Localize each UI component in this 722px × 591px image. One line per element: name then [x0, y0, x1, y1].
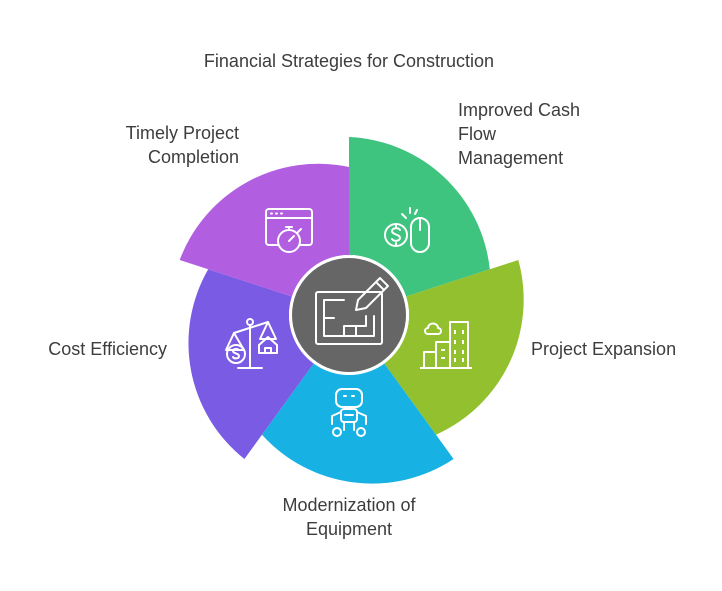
- label-line: Modernization of: [282, 495, 416, 515]
- label-improved-cash-flow: Improved Cash Flow Management: [458, 98, 580, 170]
- scales-money-home-icon: [225, 318, 278, 369]
- label-line: Flow: [458, 124, 497, 144]
- label-line: Timely Project: [125, 123, 239, 143]
- label-line: Equipment: [305, 519, 393, 539]
- segment-cash-flow: [349, 137, 490, 297]
- segment-timely: [179, 163, 349, 297]
- segment-cost: [188, 269, 314, 459]
- segment-expansion: [384, 260, 524, 435]
- blueprint-pencil-icon: [315, 277, 389, 345]
- money-mouse-icon: [384, 207, 430, 253]
- diagram-title: Financial Strategies for Construction: [203, 51, 495, 71]
- label-timely-completion: Timely Project Completion: [60, 121, 239, 169]
- label-line: Improved Cash: [458, 100, 581, 120]
- label-line: Management: [458, 148, 564, 168]
- segment-equipment: [262, 363, 454, 484]
- hub-circle: [292, 258, 406, 372]
- city-buildings-icon: [420, 321, 472, 369]
- label-modernization-equipment: Modernization of Equipment: [246, 493, 452, 541]
- label-cost-efficiency: Cost Efficiency: [10, 337, 167, 361]
- label-line: Project Expansion: [531, 339, 677, 359]
- robot-icon: [331, 388, 367, 437]
- label-line: Completion: [147, 147, 239, 167]
- browser-stopwatch-icon: [265, 208, 313, 253]
- label-project-expansion: Project Expansion: [531, 337, 676, 361]
- label-line: Cost Efficiency: [48, 339, 167, 359]
